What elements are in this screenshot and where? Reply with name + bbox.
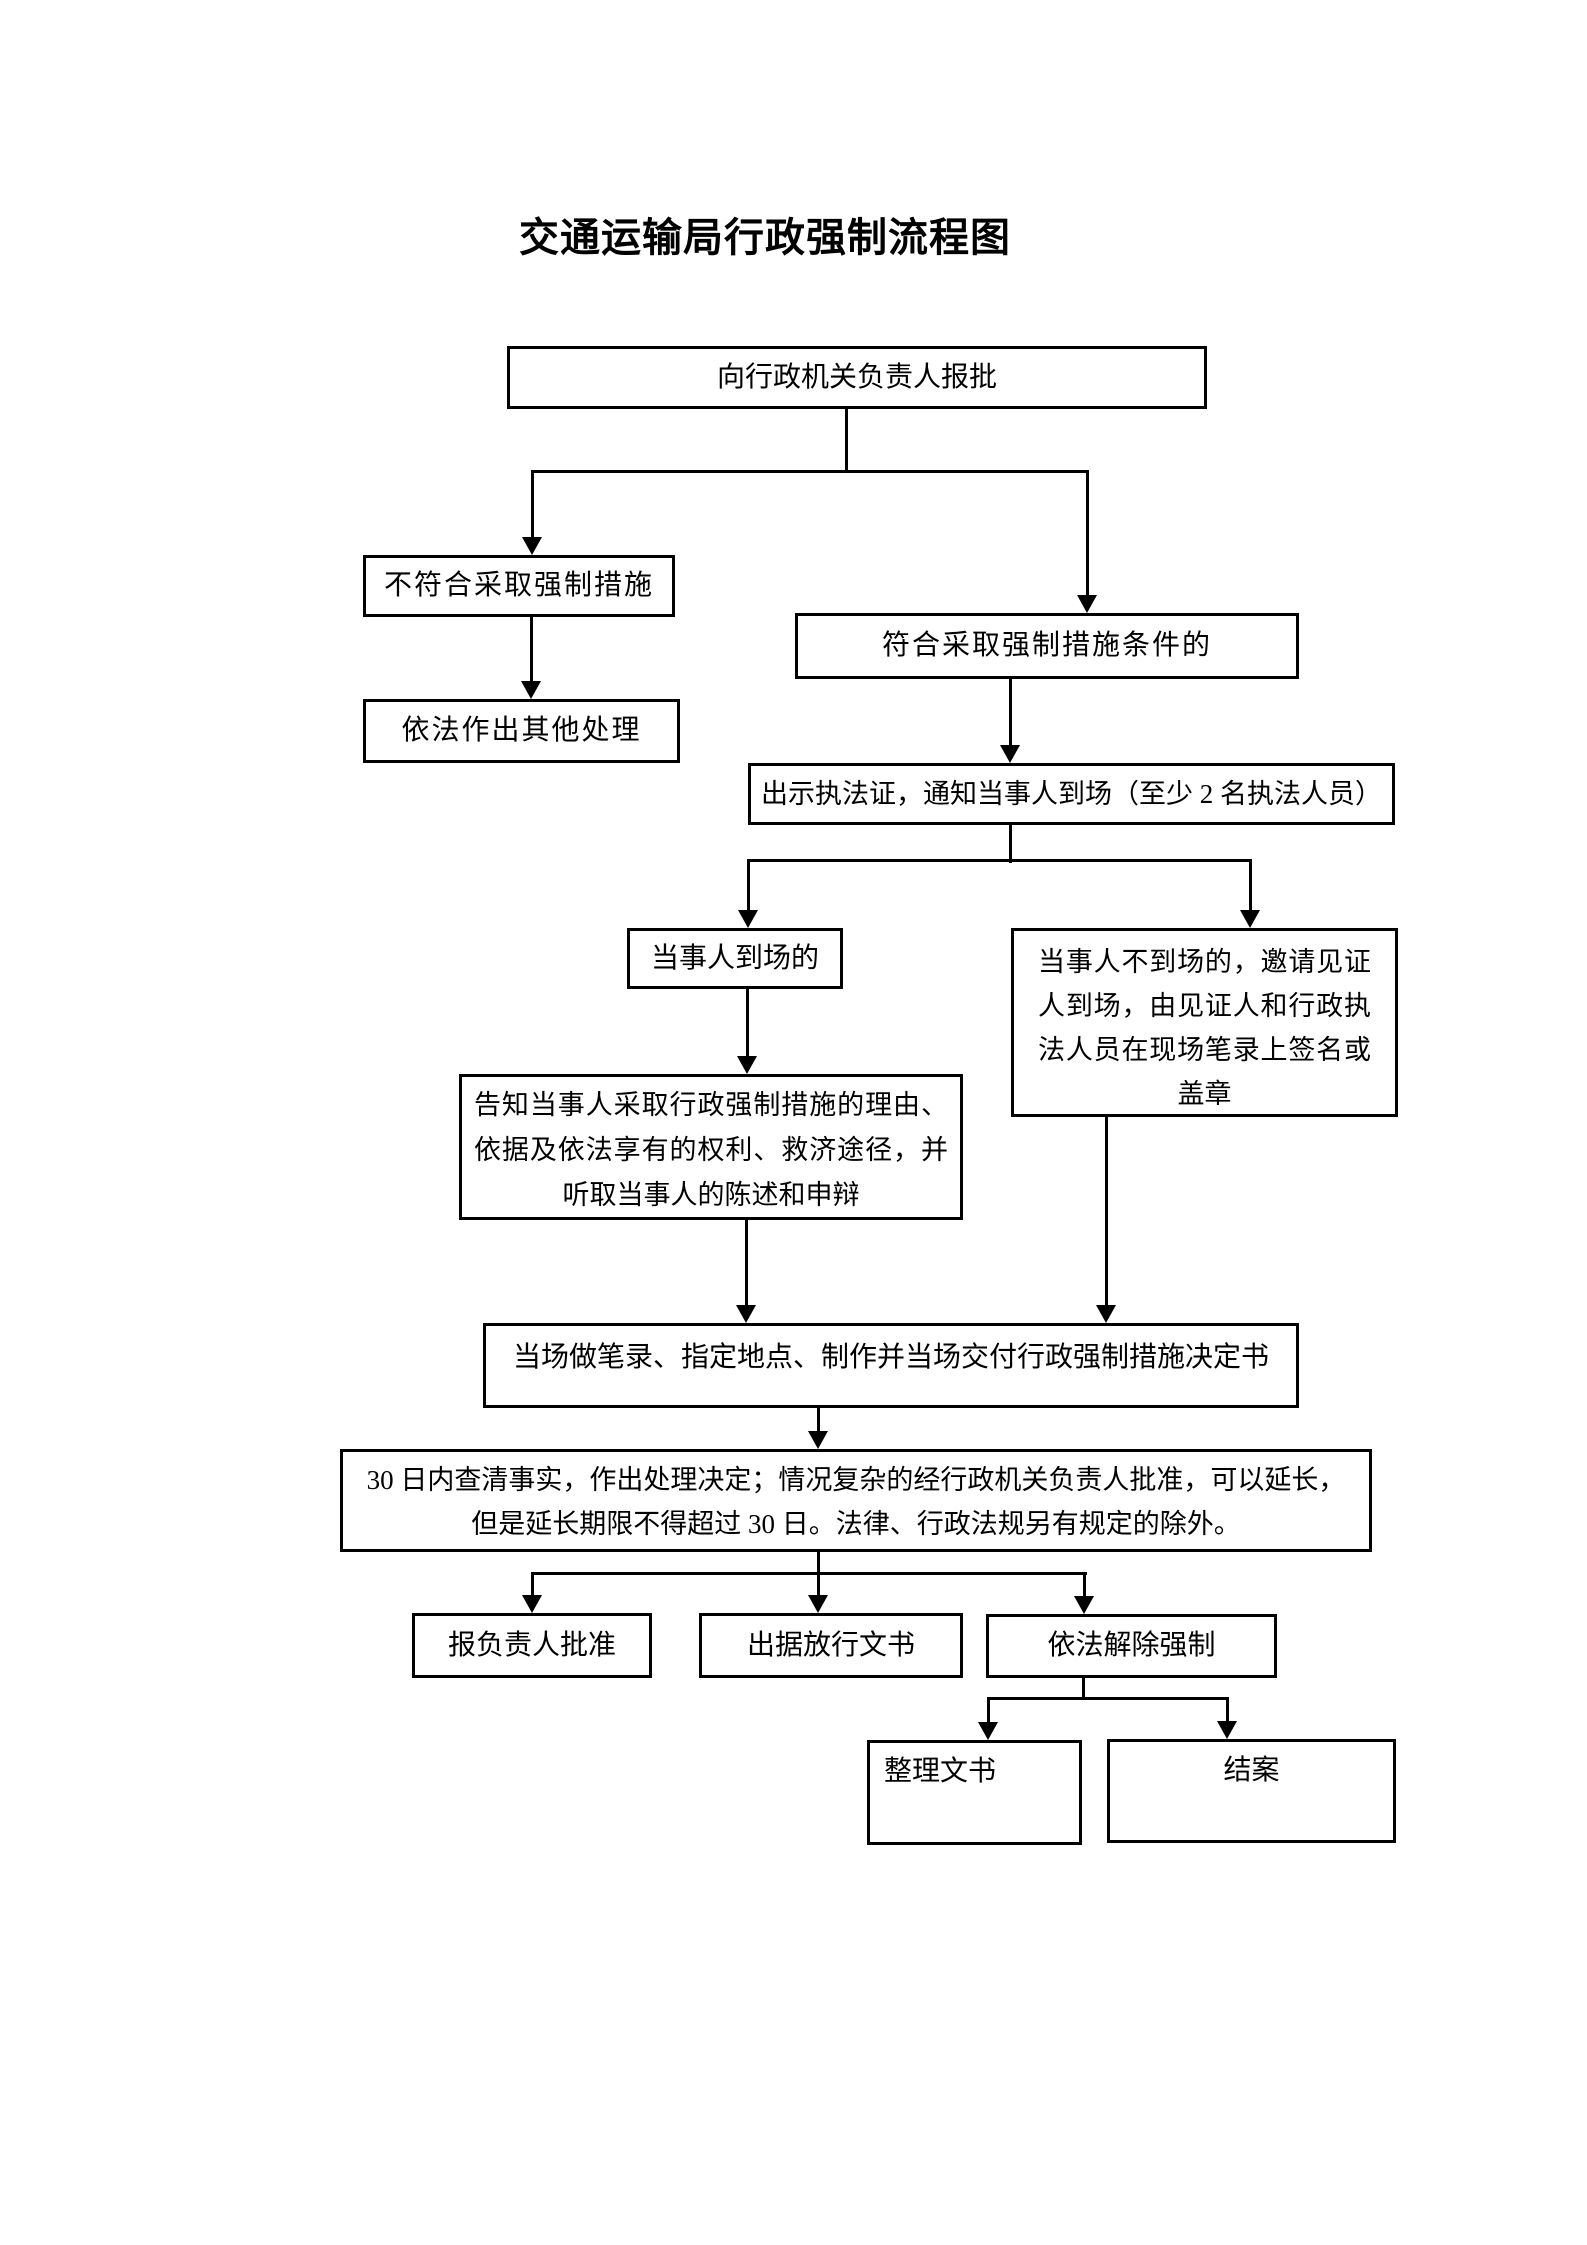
flow-node-lift-enforcement: 依法解除强制 bbox=[986, 1614, 1277, 1678]
connector-line bbox=[746, 858, 1252, 862]
decision-30days-line2: 但是延长期限不得超过 30 日。法律、行政法规另有规定的除外。 bbox=[471, 1509, 1241, 1539]
connector-line bbox=[530, 1571, 534, 1598]
connector-line bbox=[745, 989, 749, 1058]
arrow-down-icon bbox=[978, 1722, 998, 1740]
connector-line bbox=[1081, 1678, 1085, 1700]
flow-node-not-qualified: 不符合采取强制措施 bbox=[363, 555, 675, 617]
arrow-down-icon bbox=[1077, 595, 1097, 613]
connector-line bbox=[744, 1220, 748, 1307]
page-title: 交通运输局行政强制流程图 bbox=[519, 216, 1011, 260]
connector-line bbox=[1104, 1117, 1108, 1307]
arrow-down-icon bbox=[808, 1431, 828, 1449]
connector-line bbox=[1008, 825, 1012, 863]
arrow-down-icon bbox=[1240, 910, 1260, 928]
connector-line bbox=[1008, 679, 1012, 747]
flow-node-show-credentials: 出示执法证，通知当事人到场（至少 2 名执法人员） bbox=[748, 763, 1395, 825]
connector-line bbox=[746, 858, 750, 912]
connector-line bbox=[986, 1696, 1229, 1700]
flow-node-close-case: 结案 bbox=[1107, 1739, 1396, 1843]
connector-line bbox=[530, 470, 534, 539]
connector-line bbox=[986, 1696, 990, 1725]
connector-line bbox=[530, 470, 1089, 473]
connector-line bbox=[530, 1571, 1087, 1575]
arrow-down-icon bbox=[738, 910, 758, 928]
flow-node-qualified: 符合采取强制措施条件的 bbox=[795, 613, 1299, 679]
arrow-down-icon bbox=[737, 1056, 757, 1074]
arrow-down-icon bbox=[1096, 1305, 1116, 1323]
arrow-down-icon bbox=[522, 1595, 542, 1613]
flow-node-inform-party: 告知当事人采取行政强制措施的理由、依据及依法享有的权利、救济途径，并听取当事人的… bbox=[459, 1074, 963, 1220]
flow-node-organize-documents: 整理文书 bbox=[867, 1740, 1082, 1845]
decision-30days-line1: 30 日内查清事实，作出处理决定；情况复杂的经行政机关负责人批准，可以延长， bbox=[366, 1465, 1346, 1495]
arrow-down-icon bbox=[1000, 745, 1020, 763]
connector-line bbox=[816, 1571, 820, 1598]
connector-line bbox=[816, 1408, 820, 1433]
flow-node-decision-30days: 30 日内查清事实，作出处理决定；情况复杂的经行政机关负责人批准，可以延长， 但… bbox=[340, 1449, 1372, 1552]
arrow-down-icon bbox=[522, 537, 542, 555]
flow-node-party-absent: 当事人不到场的，邀请见证人到场，由见证人和行政执法人员在现场笔录上签名或盖章 bbox=[1011, 928, 1398, 1117]
connector-line bbox=[844, 409, 848, 473]
arrow-down-icon bbox=[1217, 1721, 1237, 1739]
connector-line bbox=[1248, 858, 1252, 912]
arrow-down-icon bbox=[808, 1595, 828, 1613]
connector-line bbox=[1225, 1696, 1229, 1724]
arrow-down-icon bbox=[736, 1305, 756, 1323]
flow-node-onsite-record: 当场做笔录、指定地点、制作并当场交付行政强制措施决定书 bbox=[483, 1323, 1299, 1408]
flow-node-other-handling: 依法作出其他处理 bbox=[363, 699, 680, 763]
flow-node-report-leader: 报负责人批准 bbox=[412, 1613, 652, 1678]
connector-line bbox=[529, 617, 533, 683]
flow-node-report-approval: 向行政机关负责人报批 bbox=[507, 346, 1207, 409]
connector-line bbox=[1082, 1571, 1086, 1599]
connector-line bbox=[816, 1552, 820, 1574]
arrow-down-icon bbox=[1074, 1596, 1094, 1614]
connector-line bbox=[1085, 470, 1089, 597]
flow-node-release-document: 出据放行文书 bbox=[699, 1613, 963, 1678]
arrow-down-icon bbox=[521, 681, 541, 699]
flow-node-party-present: 当事人到场的 bbox=[627, 928, 843, 989]
